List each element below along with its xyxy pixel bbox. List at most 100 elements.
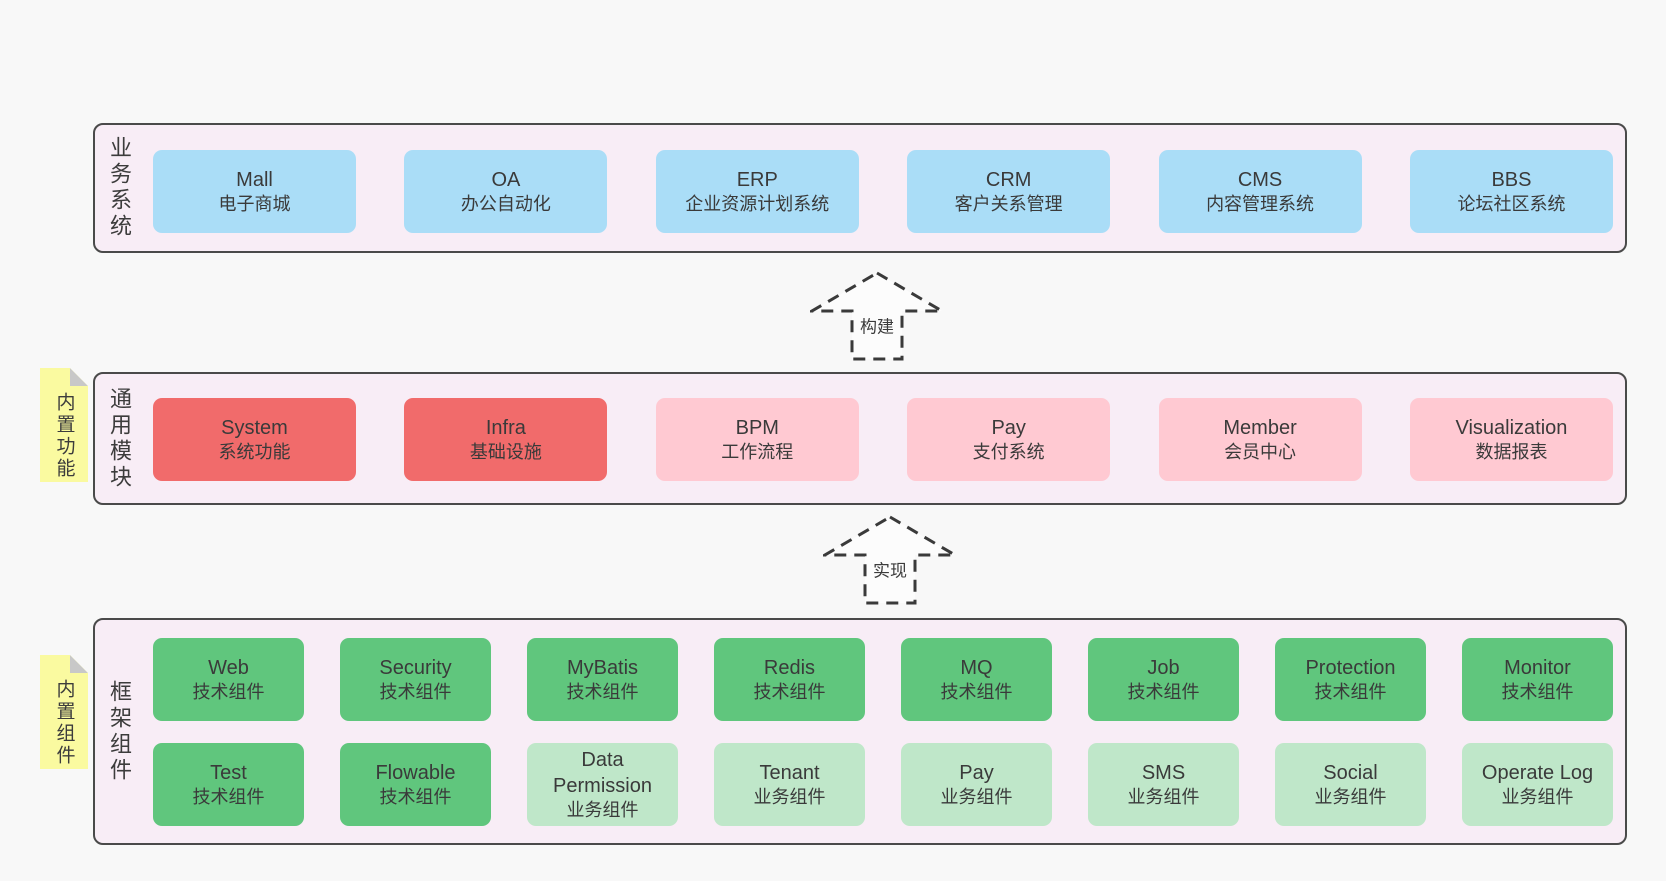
arrow-implement-label: 实现 [869, 554, 911, 584]
folded-corner-icon [70, 368, 88, 386]
box-mybatis: MyBatis 技术组件 [527, 638, 678, 721]
box-bbs: BBS 论坛社区系统 [1409, 150, 1613, 233]
box-security: Security 技术组件 [340, 638, 491, 721]
box-title: Redis [763, 656, 816, 679]
box-subtitle: 论坛社区系统 [1457, 193, 1566, 214]
box-subtitle: 客户关系管理 [954, 193, 1063, 214]
box-title: Social [1323, 761, 1378, 784]
box-pay-system: Pay 支付系统 [907, 398, 1111, 481]
layer-label-common-modules: 通用模块 [107, 386, 132, 491]
box-title: System [221, 416, 288, 439]
layer-framework-components: 框架组件 Web 技术组件 Security 技术组件 MyBatis 技术组件… [93, 618, 1627, 845]
box-infra: Infra 基础设施 [404, 398, 608, 481]
layer-common-modules: 通用模块 System 系统功能 Infra 基础设施 BPM 工作流程 Pay… [93, 372, 1627, 505]
box-subtitle: 技术组件 [192, 681, 265, 702]
box-subtitle: 技术组件 [192, 786, 265, 807]
box-subtitle: 会员中心 [1224, 441, 1297, 462]
arrow-build: 构建 [810, 271, 944, 361]
box-system: System 系统功能 [153, 398, 356, 481]
box-visualization: Visualization 数据报表 [1409, 398, 1613, 481]
box-subtitle: 支付系统 [972, 441, 1045, 462]
box-title: Monitor [1504, 656, 1571, 679]
box-title: Job [1147, 656, 1180, 679]
box-mq: MQ 技术组件 [901, 638, 1052, 721]
box-title: BPM [735, 416, 779, 439]
box-title: Security [379, 656, 452, 679]
box-subtitle: 业务组件 [753, 786, 826, 807]
box-subtitle: 办公自动化 [460, 193, 551, 214]
sticky-note-builtin-components: 内置组件 [40, 655, 88, 769]
box-title: Infra [485, 416, 526, 439]
box-monitor: Monitor 技术组件 [1462, 638, 1613, 721]
box-title: Tenant [759, 761, 820, 784]
box-web: Web 技术组件 [153, 638, 304, 721]
box-subtitle: 业务组件 [940, 786, 1013, 807]
layer-label-business-systems: 业务系统 [107, 136, 132, 240]
box-subtitle: 内容管理系统 [1206, 193, 1315, 214]
box-title: ERP [736, 168, 778, 191]
box-cms: CMS 内容管理系统 [1158, 150, 1362, 233]
components-row-bottom: Test 技术组件 Flowable 技术组件 Data Permission … [153, 743, 1613, 826]
box-subtitle: 技术组件 [1314, 681, 1387, 702]
box-subtitle: 技术组件 [566, 681, 639, 702]
box-subtitle: 技术组件 [940, 681, 1013, 702]
box-job: Job 技术组件 [1088, 638, 1239, 721]
box-subtitle: 基础设施 [469, 441, 542, 462]
sticky-note-label: 内置功能 [53, 392, 75, 480]
arrow-build-label: 构建 [856, 310, 898, 340]
box-title: Mall [236, 168, 273, 191]
arrow-implement: 实现 [823, 515, 957, 605]
box-oa: OA 办公自动化 [404, 150, 608, 233]
box-title: Pay [959, 761, 994, 784]
box-title: Visualization [1455, 416, 1568, 439]
box-protection: Protection 技术组件 [1275, 638, 1426, 721]
box-title: Pay [991, 416, 1026, 439]
folded-corner-icon [70, 655, 88, 673]
box-flowable: Flowable 技术组件 [340, 743, 491, 826]
box-title: CRM [985, 168, 1032, 191]
box-bpm: BPM 工作流程 [655, 398, 859, 481]
box-title: Protection [1305, 656, 1396, 679]
box-crm: CRM 客户关系管理 [907, 150, 1111, 233]
components-row-top: Web 技术组件 Security 技术组件 MyBatis 技术组件 Redi… [153, 638, 1613, 721]
box-title: Test [210, 761, 247, 784]
box-subtitle: 业务组件 [1314, 786, 1387, 807]
business-boxes-row: Mall 电子商城 OA 办公自动化 ERP 企业资源计划系统 CRM 客户关系… [153, 150, 1613, 233]
box-subtitle: 技术组件 [1501, 681, 1574, 702]
box-title: CMS [1237, 168, 1283, 191]
box-test: Test 技术组件 [153, 743, 304, 826]
box-title: Web [208, 656, 249, 679]
box-subtitle: 技术组件 [379, 681, 452, 702]
box-mall: Mall 电子商城 [153, 150, 356, 233]
box-title: MyBatis [566, 656, 639, 679]
box-subtitle: 技术组件 [1127, 681, 1200, 702]
box-title: Flowable [375, 761, 456, 784]
box-subtitle: 业务组件 [566, 799, 639, 820]
box-subtitle: 电子商城 [218, 193, 291, 214]
box-subtitle: 业务组件 [1127, 786, 1200, 807]
box-title: MQ [960, 656, 993, 679]
sticky-note-builtin-features: 内置功能 [40, 368, 88, 482]
modules-boxes-row: System 系统功能 Infra 基础设施 BPM 工作流程 Pay 支付系统… [153, 398, 1613, 481]
box-title: Member [1223, 416, 1297, 439]
box-erp: ERP 企业资源计划系统 [655, 150, 859, 233]
box-member: Member 会员中心 [1158, 398, 1362, 481]
box-title: Operate Log [1481, 761, 1594, 784]
box-social: Social 业务组件 [1275, 743, 1426, 826]
box-subtitle: 技术组件 [753, 681, 826, 702]
box-subtitle: 工作流程 [721, 441, 794, 462]
box-pay-biz: Pay 业务组件 [901, 743, 1052, 826]
box-redis: Redis 技术组件 [714, 638, 865, 721]
box-subtitle: 数据报表 [1475, 441, 1548, 462]
sticky-note-label: 内置组件 [53, 679, 75, 767]
box-sms: SMS 业务组件 [1088, 743, 1239, 826]
layer-label-framework-components: 框架组件 [107, 679, 132, 784]
box-subtitle: 业务组件 [1501, 786, 1574, 807]
box-subtitle: 系统功能 [218, 441, 291, 462]
box-operate-log: Operate Log 业务组件 [1462, 743, 1613, 826]
box-title: BBS [1491, 168, 1532, 191]
box-subtitle: 企业资源计划系统 [685, 193, 830, 214]
box-title: OA [491, 168, 521, 191]
box-title: Data Permission [553, 748, 652, 797]
box-subtitle: 技术组件 [379, 786, 452, 807]
